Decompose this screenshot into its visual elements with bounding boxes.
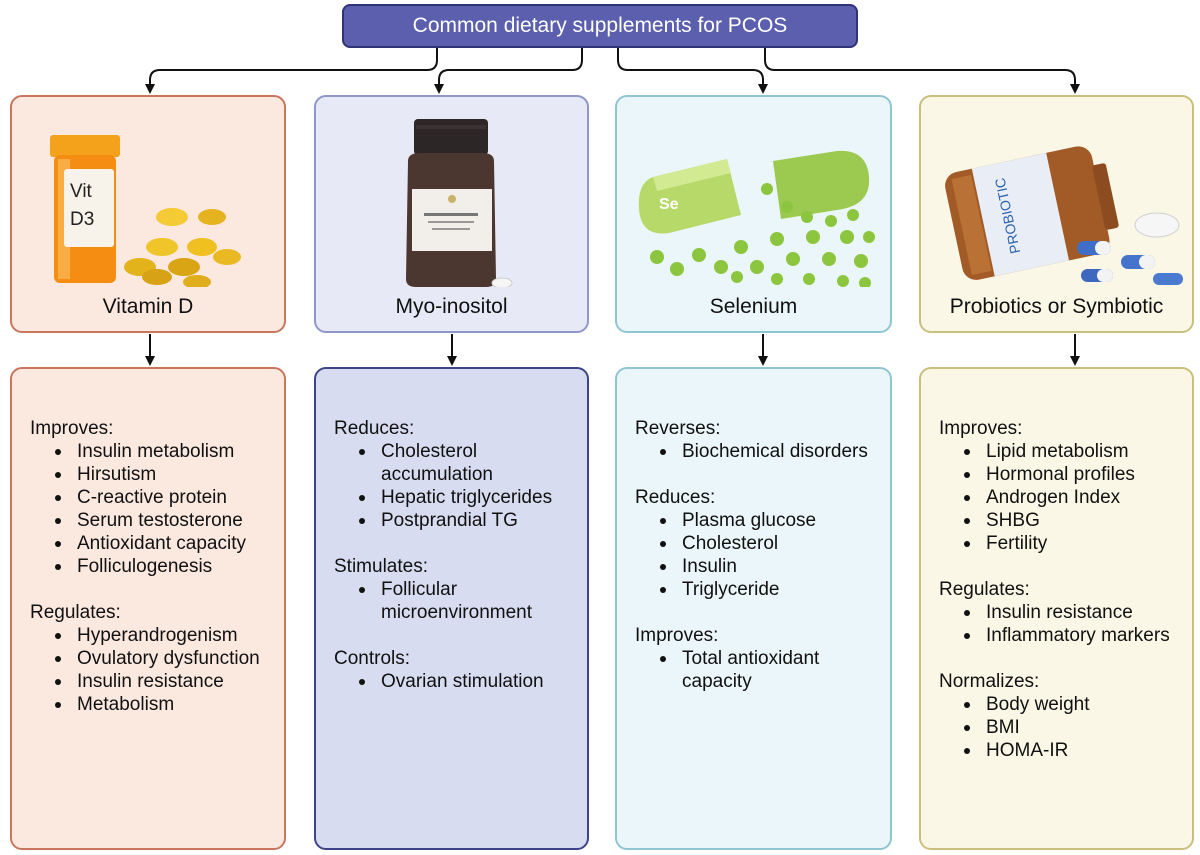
effect-item: Cholesterol: [635, 532, 882, 555]
connector-arrows: [145, 48, 1080, 366]
effect-group-heading: Controls:: [334, 648, 411, 669]
arrow-title-to-myo-inositol: [434, 48, 583, 94]
effect-item: Total antioxidant capacity: [635, 647, 882, 693]
effect-group-heading: Improves:: [939, 418, 1023, 439]
effect-group-heading: Regulates:: [939, 579, 1030, 600]
effect-item: C-reactive protein: [30, 486, 276, 509]
diagram-title: Common dietary supplements for PCOS: [342, 4, 858, 48]
effect-group-list: Biochemical disorders: [635, 440, 882, 463]
effect-item: Ovulatory dysfunction: [30, 647, 276, 670]
effect-item: Triglyceride: [635, 578, 882, 601]
effect-item: Inflammatory markers: [939, 624, 1184, 647]
effect-item: Biochemical disorders: [635, 440, 882, 463]
effect-item: Insulin metabolism: [30, 440, 276, 463]
vitamin-d-label-line-2: D3: [70, 209, 94, 230]
probiotic-bottle-illustration: PROBIOTIC: [945, 146, 1183, 285]
effect-item: BMI: [939, 716, 1184, 739]
effect-group-list: Ovarian stimulation: [334, 670, 579, 693]
effect-item: Hyperandrogenism: [30, 624, 276, 647]
effect-item: Follicular microenvironment: [334, 578, 579, 624]
effect-item: Hirsutism: [30, 463, 276, 486]
effect-item: Cholesterol accumulation: [334, 440, 579, 486]
effect-item: Serum testosterone: [30, 509, 276, 532]
effect-group-list: Follicular microenvironment: [334, 578, 579, 624]
effect-item: Hormonal profiles: [939, 463, 1184, 486]
effect-group-heading: Improves:: [30, 418, 114, 439]
selenium-capsule-label: Se: [659, 196, 679, 213]
arrow-title-to-selenium: [617, 48, 768, 94]
effect-item: Hepatic triglycerides: [334, 486, 579, 509]
effect-item: Insulin resistance: [939, 601, 1184, 624]
effect-group-heading: Stimulates:: [334, 556, 428, 577]
effect-item: Body weight: [939, 693, 1184, 716]
supplement-name-selenium: Selenium: [709, 295, 798, 318]
effect-group-heading: Normalizes:: [939, 671, 1040, 692]
effect-item: Insulin resistance: [30, 670, 276, 693]
effect-item: Plasma glucose: [635, 509, 882, 532]
effect-group-heading: Regulates:: [30, 602, 121, 623]
supplement-name-probiotics: Probiotics or Symbiotic: [949, 295, 1164, 318]
supplement-card-selenium: Se Selenium: [615, 95, 892, 333]
supplement-card-probiotics: PROBIOTIC Probiotics or Symbiotic: [919, 95, 1194, 333]
supplement-card-vitamin-d: Vit D3 Vitamin D: [10, 95, 286, 333]
effect-group-heading: Reverses:: [635, 418, 721, 439]
effect-group-heading: Improves:: [635, 625, 719, 646]
effect-item: Antioxidant capacity: [30, 532, 276, 555]
arrow-title-to-probiotics: [764, 48, 1080, 94]
effect-item: Folliculogenesis: [30, 555, 276, 578]
selenium-capsule-illustration: Se: [638, 150, 875, 287]
effect-item: Fertility: [939, 532, 1184, 555]
arrow-title-to-vitamin-d: [145, 48, 438, 94]
effect-group-heading: Reduces:: [635, 487, 716, 508]
supplement-name-myo-inositol: Myo-inositol: [395, 295, 508, 318]
selenium-pills: [650, 183, 875, 287]
effect-item: SHBG: [939, 509, 1184, 532]
effect-item: HOMA-IR: [939, 739, 1184, 762]
myo-inositol-jar-illustration: [406, 119, 513, 287]
vitamin-d-bottle-illustration: Vit D3: [50, 135, 241, 287]
effect-item: Ovarian stimulation: [334, 670, 579, 693]
effect-item: Postprandial TG: [334, 509, 579, 532]
probiotic-capsules: [1077, 241, 1183, 285]
effect-item: Metabolism: [30, 693, 276, 716]
effect-group-heading: Reduces:: [334, 418, 415, 439]
effect-item: Androgen Index: [939, 486, 1184, 509]
vitamin-d-label-line-1: Vit: [70, 181, 93, 202]
effect-item: Insulin: [635, 555, 882, 578]
effect-group-list: Total antioxidant capacity: [635, 647, 882, 693]
supplement-name-vitamin-d: Vitamin D: [102, 295, 194, 318]
effect-item: Lipid metabolism: [939, 440, 1184, 463]
supplement-card-myo-inositol: Myo-inositol: [314, 95, 589, 333]
softgel-capsules: [124, 208, 241, 287]
